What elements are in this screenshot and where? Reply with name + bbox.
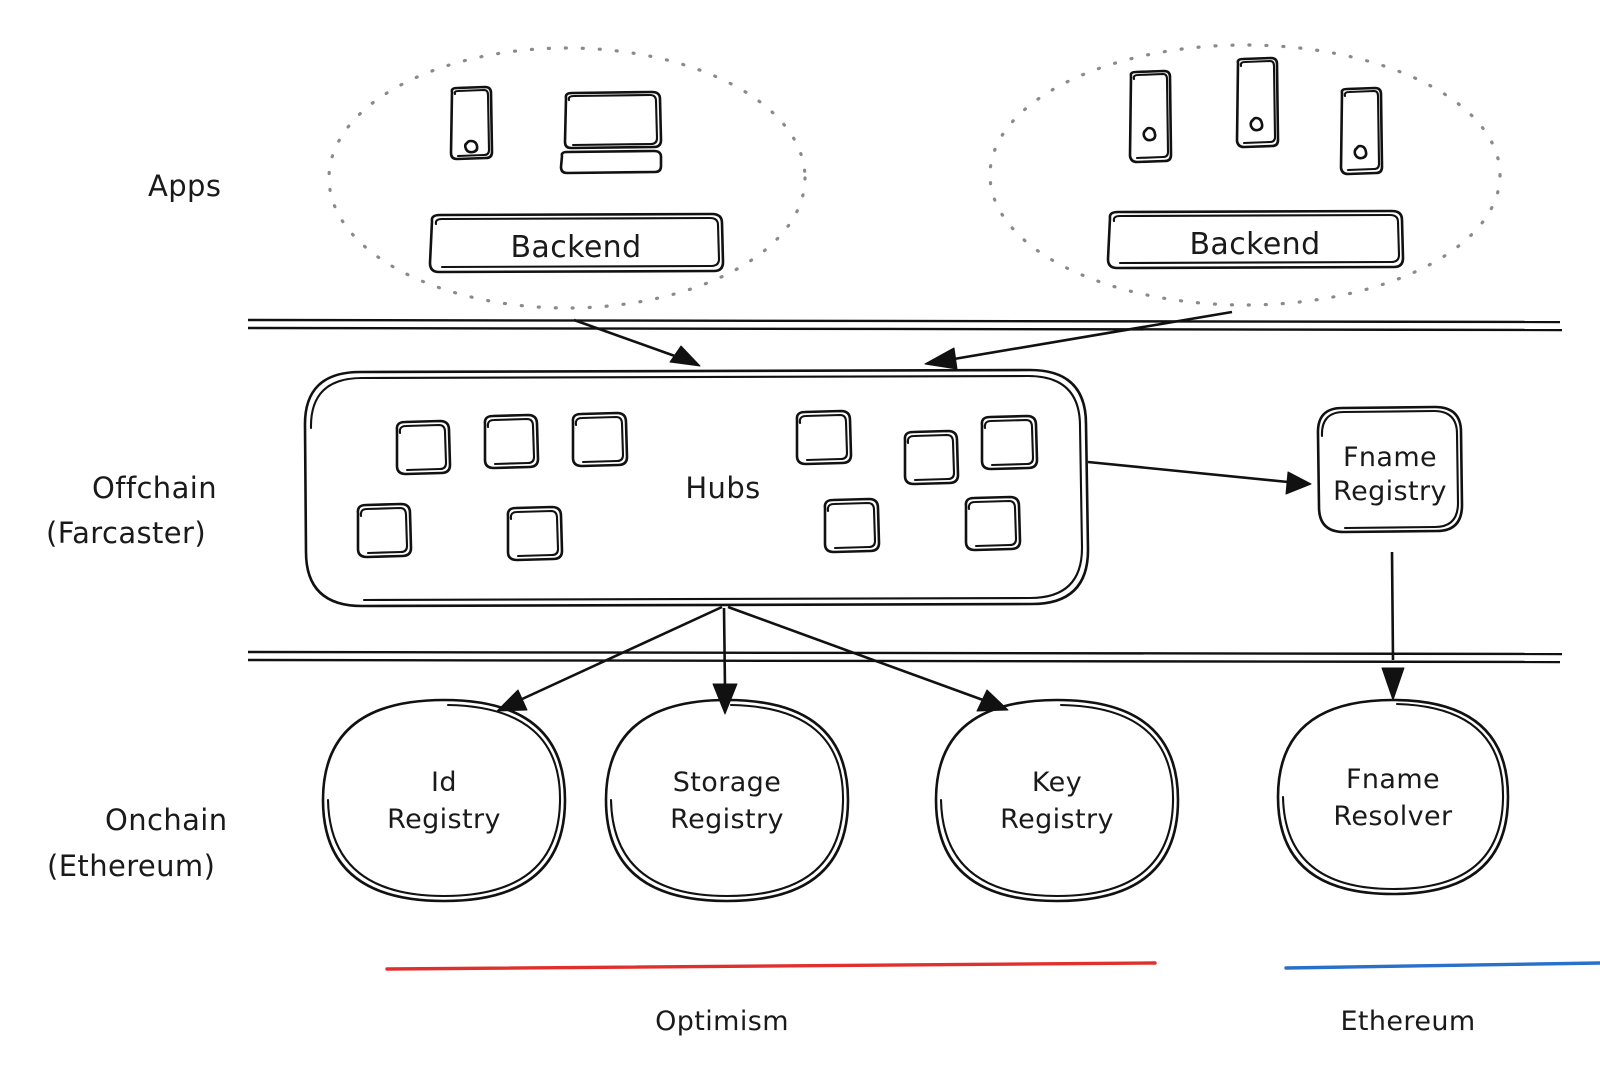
app-cluster-left[interactable]: Backend [327,46,807,310]
hub-node [823,497,881,554]
hub-node [356,502,413,559]
hub-node [483,413,540,470]
cluster-boundary-ellipse [327,46,807,310]
key-registry-label-line2: Registry [1000,804,1114,835]
id-registry-label-line2: Registry [387,804,501,835]
fname-registry-label-line2: Registry [1333,476,1447,507]
node-key-registry[interactable]: Key Registry [934,698,1180,903]
band-label-offchain-line1: Offchain [92,471,217,505]
backend-label-right: Backend [1189,227,1320,262]
fname-resolver-label-line2: Resolver [1333,801,1453,832]
node-fname-registry[interactable]: Fname Registry [1316,405,1464,534]
backend-box-right[interactable]: Backend [1106,209,1405,270]
phone-icon [1339,86,1384,176]
edge-left-cluster-to-hubs [573,318,701,367]
storage-registry-label-line1: Storage [673,767,781,798]
hub-node [980,414,1039,471]
phone-icon [449,85,494,161]
hub-node [795,409,853,466]
hubs-container[interactable]: Hubs [303,368,1090,608]
storage-registry-label-line2: Registry [670,804,784,835]
hub-node [506,505,564,562]
desktop-icon [559,90,663,175]
chain-optimism: Optimism [385,961,1157,1037]
hub-node [395,419,452,476]
node-id-registry[interactable]: Id Registry [321,698,567,903]
phone-icon [1235,56,1280,149]
node-storage-registry[interactable]: Storage Registry [604,698,850,903]
fname-resolver-label-line1: Fname [1346,764,1440,795]
hub-node [571,411,629,468]
band-divider-apps-offchain [247,318,1563,332]
hub-node [903,429,960,486]
phone-icon [1128,69,1173,164]
cluster-boundary-ellipse [988,43,1502,307]
app-cluster-right[interactable]: Backend [988,43,1502,307]
backend-box-left[interactable]: Backend [428,212,725,274]
ethereum-underline [1284,961,1600,970]
backend-label-left: Backend [510,230,641,265]
band-label-apps: Apps [148,169,221,203]
key-registry-label-line1: Key [1032,767,1082,798]
hub-node [964,495,1022,552]
ethereum-label: Ethereum [1340,1006,1475,1037]
band-label-offchain-line2: (Farcaster) [46,516,206,550]
band-divider-offchain-onchain [247,650,1563,664]
node-fname-resolver[interactable]: Fname Resolver [1276,698,1510,896]
chain-ethereum: Ethereum [1284,961,1600,1037]
hubs-label: Hubs [685,471,760,505]
edge-hubs-to-id-registry [496,605,723,712]
edge-fname-registry-to-fname-resolver [1381,551,1405,701]
band-label-onchain-line2: (Ethereum) [47,849,215,883]
edge-hubs-to-fname-registry [1087,460,1312,495]
fname-registry-label-line1: Fname [1343,442,1437,473]
edge-right-cluster-to-hubs [924,310,1233,370]
optimism-underline [385,961,1157,971]
id-registry-label-line1: Id [431,767,457,798]
optimism-label: Optimism [655,1006,789,1037]
edge-hubs-to-key-registry [727,605,1009,712]
band-label-onchain-line1: Onchain [105,803,228,837]
